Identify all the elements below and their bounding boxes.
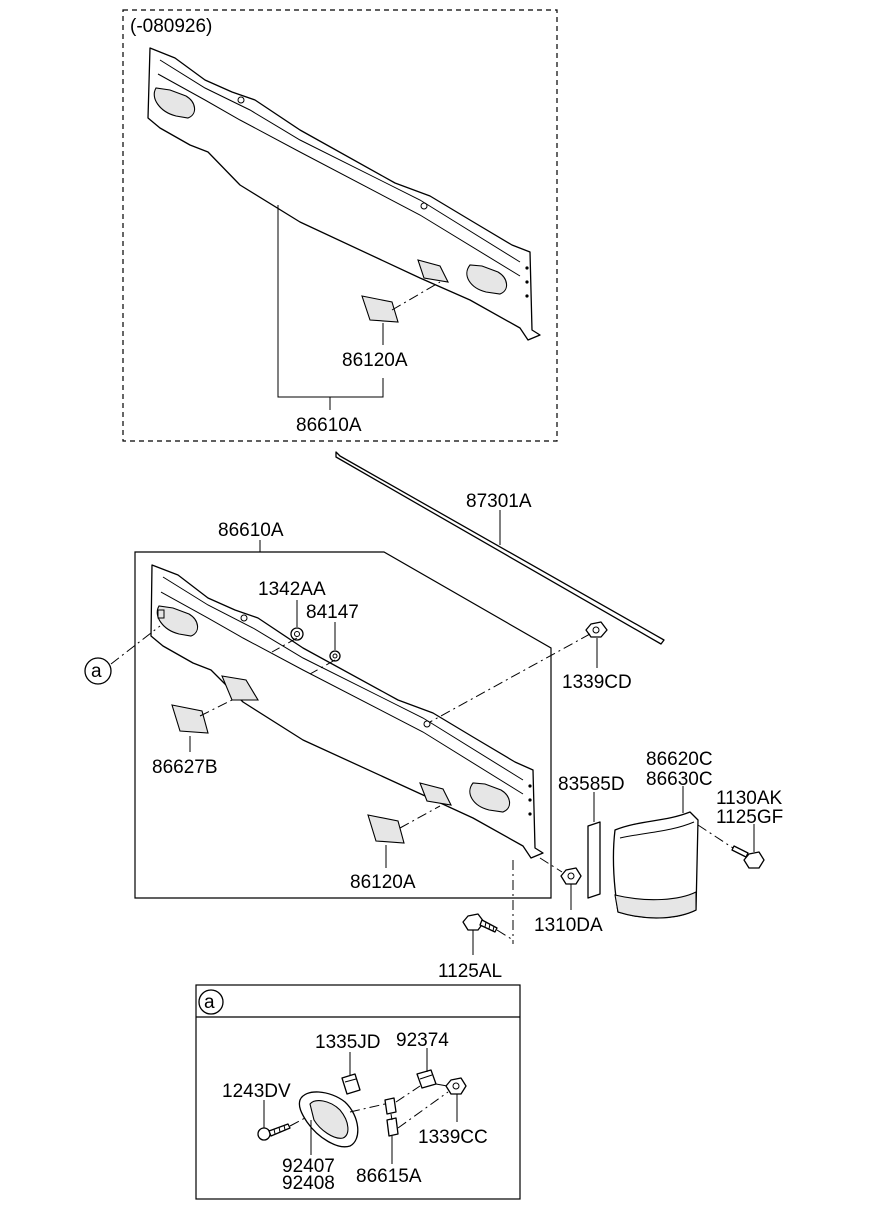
label-86627B: 86627B (152, 757, 218, 778)
label-86615A: 86615A (356, 1166, 422, 1187)
nut-84147 (329, 650, 341, 662)
label-92408: 92408 (282, 1173, 335, 1194)
label-1335JD: 1335JD (315, 1032, 381, 1053)
label-86120A-main: 86120A (350, 872, 416, 893)
label-1339CD: 1339CD (562, 672, 632, 693)
label-1310DA: 1310DA (534, 915, 603, 936)
reflector-pad-upper (361, 295, 399, 323)
label-86620C: 86620C (646, 749, 713, 770)
main-assembly-box (134, 551, 552, 899)
legacy-version-box (122, 9, 558, 442)
label-83585D: 83585D (558, 774, 625, 795)
nut-1339CC (445, 1077, 467, 1095)
detail-a-marker (198, 989, 224, 1015)
label-87301A: 87301A (466, 491, 532, 512)
reflector-pad-86627B (171, 704, 209, 734)
weatherstrip-87301A (335, 451, 665, 645)
label-1342AA: 1342AA (258, 579, 326, 600)
gasket-83585D (587, 821, 601, 899)
bracket-86615A (384, 1097, 399, 1137)
clip-1335JD (341, 1073, 361, 1095)
label-1125AL: 1125AL (438, 961, 502, 982)
label-1243DV: 1243DV (222, 1081, 291, 1102)
label-1125GF: 1125GF (716, 807, 783, 828)
clip-1342AA (290, 627, 304, 641)
callout-a-marker (84, 657, 112, 685)
garnish-panel-upper (147, 47, 541, 341)
reflector-pad-86120A (367, 814, 405, 844)
label-1130AK: 1130AK (716, 788, 783, 809)
label-92374: 92374 (396, 1030, 449, 1051)
socket-92374 (416, 1069, 437, 1089)
label-86630C: 86630C (646, 769, 713, 790)
detail-a-letter: a (204, 992, 215, 1013)
bolt-1125AL (462, 913, 498, 933)
lamp-housing-86620C (612, 811, 699, 919)
label-86610A-upper: 86610A (296, 415, 362, 436)
nut-1310DA (560, 867, 582, 885)
garnish-panel-main (150, 564, 544, 859)
screw-1243DV (257, 1123, 291, 1141)
detail-a-box (195, 984, 521, 1200)
label-86120A-upper: 86120A (342, 350, 408, 371)
bolt-1130AK (731, 845, 765, 869)
label-1339CC: 1339CC (418, 1127, 488, 1148)
callout-a-letter: a (91, 661, 102, 682)
handle-92407 (298, 1091, 359, 1148)
nut-1339CD (585, 621, 608, 638)
label-86610A-main: 86610A (218, 520, 284, 541)
version-note-label: (-080926) (130, 16, 212, 37)
label-92407: 92407 (282, 1156, 335, 1177)
label-84147: 84147 (306, 602, 359, 623)
